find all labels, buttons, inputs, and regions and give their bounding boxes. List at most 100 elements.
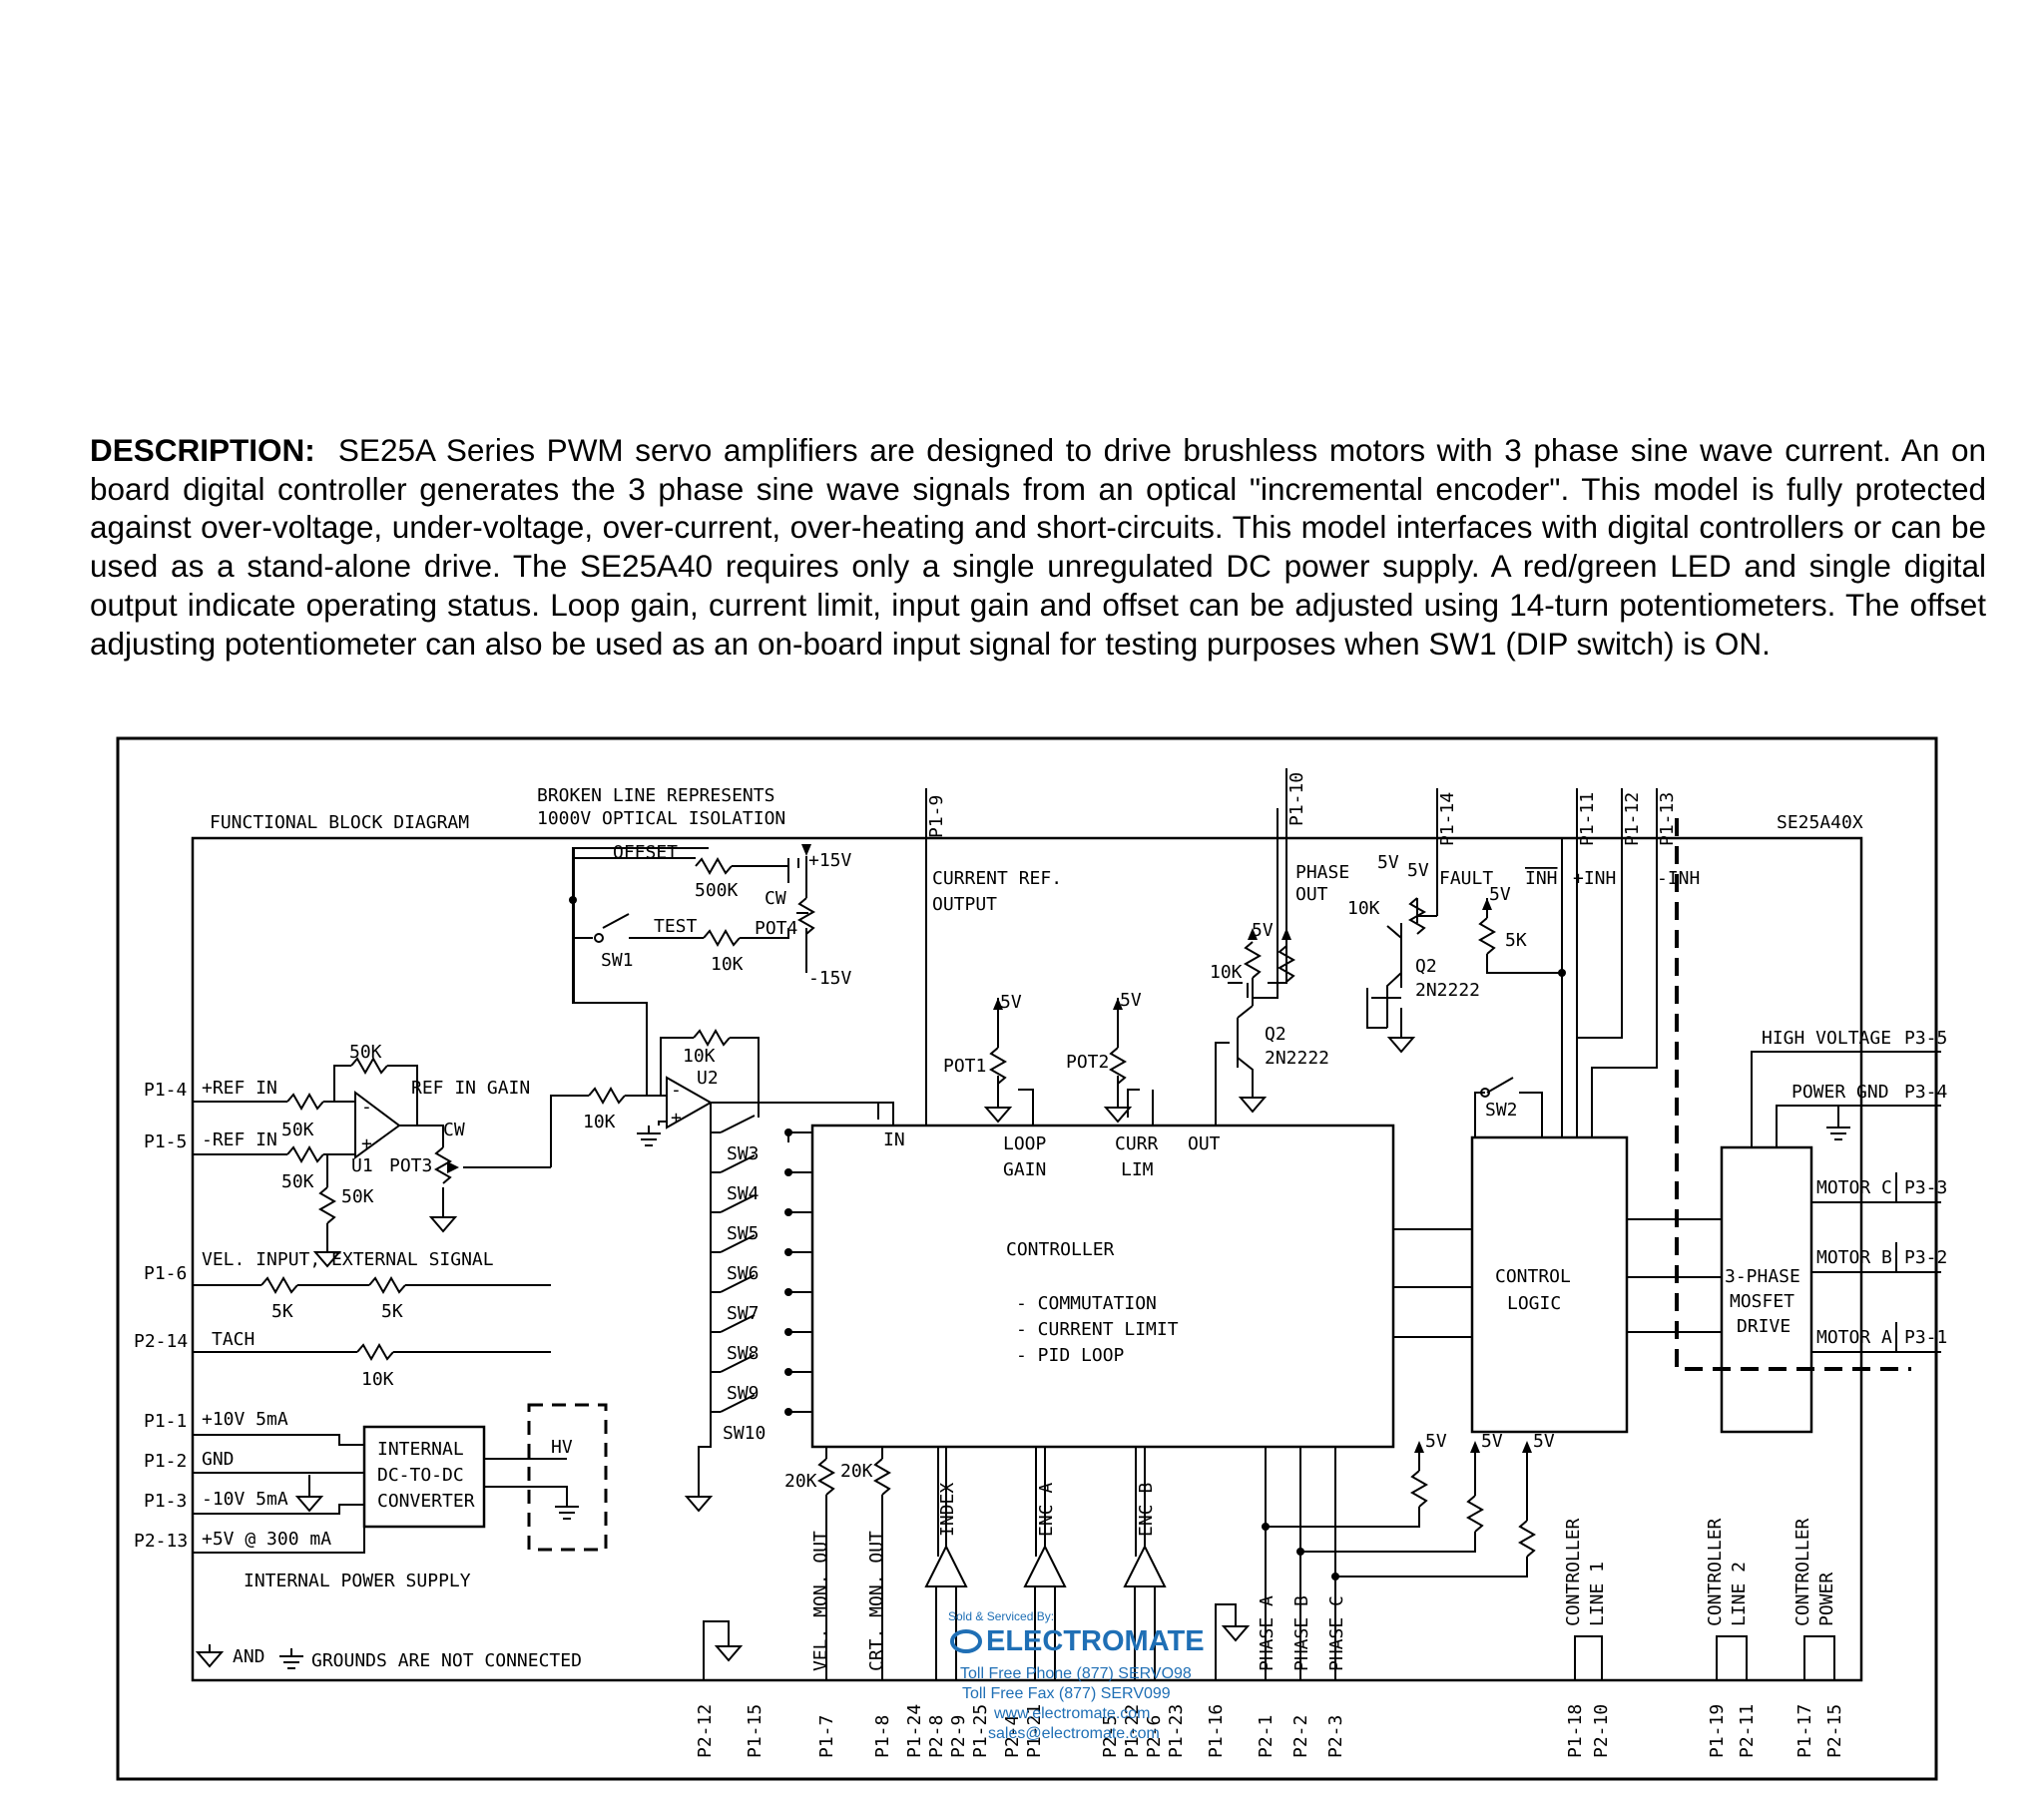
pin-p1-9: P1-9 [926, 795, 947, 838]
high-voltage-label: HIGH VOLTAGE [1762, 1028, 1891, 1049]
inh-5v: 5V [1489, 884, 1511, 905]
pin-p3-5: P3-5 [1904, 1028, 1947, 1049]
res-5k-inh: 5K [1505, 930, 1527, 951]
res-10k-tach: 10K [361, 1369, 394, 1390]
pin-p1-1: P1-1 [144, 1411, 187, 1432]
sw6-label: SW6 [727, 1263, 760, 1284]
current-ref-label: CURRENT REF. [932, 868, 1062, 889]
pin-p2-4: P2-4 [1002, 1715, 1023, 1758]
ground-note-and: AND [233, 1646, 265, 1667]
drive-line1: 3-PHASE [1725, 1266, 1800, 1287]
signal-enc-b: ENC B [1136, 1483, 1157, 1537]
signal-index: INDEX [937, 1483, 958, 1537]
minus15-label: -15V [808, 968, 852, 989]
phase-c-5v: 5V [1533, 1431, 1555, 1452]
pin-p1-13: P1-13 [1657, 792, 1678, 846]
res-5k-b: 5K [381, 1301, 403, 1322]
pin-p1-22: P1-22 [1122, 1704, 1143, 1758]
controller-line1-a: CONTROLLER [1563, 1518, 1584, 1626]
signal-crt-mon-out: CRT. MON. OUT [866, 1531, 887, 1671]
pin-p2-1: P2-1 [1256, 1715, 1277, 1758]
u1-opamp [326, 1065, 551, 1242]
pin-p1-4: P1-4 [144, 1080, 187, 1101]
description-paragraph: DESCRIPTION: SE25A Series PWM servo ampl… [90, 431, 1986, 663]
drive-output-wires [1751, 1051, 1941, 1353]
converter-line2: DC-TO-DC [377, 1465, 464, 1486]
electromate-watermark: Sold & Serviced By: ELECTROMATE Toll Fre… [948, 1609, 1205, 1742]
q2b-label: Q2 [1415, 956, 1437, 977]
pin-p1-8: P1-8 [872, 1715, 893, 1758]
pin-p1-12: P1-12 [1622, 792, 1643, 846]
pot1-5v: 5V [1000, 992, 1022, 1013]
converter-block [362, 1425, 486, 1529]
pot4-label: POT4 [755, 918, 797, 939]
signal-minus10v: -10V 5mA [202, 1489, 288, 1510]
pin-p1-5: P1-5 [144, 1131, 187, 1152]
pin-p2-15: P2-15 [1824, 1704, 1845, 1758]
signal-gnd: GND [202, 1449, 235, 1470]
control-logic-block [1470, 1135, 1629, 1434]
watermark-email: sales@electromate.com [988, 1725, 1160, 1742]
plus15-label: +15V [808, 850, 852, 871]
signal-enc-a: ENC A [1036, 1483, 1057, 1537]
pin-p1-16: P1-16 [1206, 1704, 1227, 1758]
pin-p1-18: P1-18 [1565, 1704, 1586, 1758]
controller-loop: LOOP [1003, 1133, 1047, 1154]
pin-p2-5: P2-5 [1100, 1715, 1121, 1758]
watermark-phone: Toll Free Phone (877) SERVO98 [960, 1665, 1192, 1682]
signal-vel-input: VEL. INPUT, EXTERNAL SIGNAL [202, 1249, 494, 1270]
controller-line1-b: LINE 1 [1587, 1562, 1608, 1626]
signal-phase-c: PHASE C [1326, 1595, 1347, 1671]
controller-to-logic-wires [1393, 1218, 1722, 1338]
drive-line3: DRIVE [1737, 1316, 1790, 1337]
converter-line1: INTERNAL [377, 1439, 464, 1460]
pot3-cw: CW [443, 1120, 465, 1140]
controller-block [810, 1124, 1395, 1449]
pin-p1-21: P1-21 [1024, 1704, 1045, 1758]
mosfet-drive-block [1720, 1145, 1813, 1434]
pin-p3-1: P3-1 [1904, 1327, 1947, 1348]
signal-ref-in-minus: -REF IN [202, 1129, 277, 1150]
bottom-pins: P2-12 P1-15 P1-7 P1-8 P1-24 P2-8 P2-9 P1… [695, 1704, 1845, 1758]
signal-plus10v: +10V 5mA [202, 1409, 288, 1430]
controller-feature-2: - CURRENT LIMIT [1016, 1319, 1179, 1340]
pot3-label: POT3 [389, 1155, 432, 1176]
input-wiring [193, 1101, 551, 1554]
controller-gain: GAIN [1003, 1159, 1046, 1180]
pin-p2-8: P2-8 [926, 1715, 947, 1758]
pot2-label: POT2 [1066, 1052, 1109, 1073]
motor-a-label: MOTOR A [1816, 1327, 1892, 1348]
controller-power-a: CONTROLLER [1792, 1518, 1813, 1626]
controller-line2-a: CONTROLLER [1705, 1518, 1726, 1626]
internal-power-supply-label: INTERNAL POWER SUPPLY [244, 1571, 471, 1591]
pot1-label: POT1 [943, 1056, 986, 1077]
power-gnd-label: POWER GND [1791, 1082, 1889, 1103]
minus-inh-label: -INH [1657, 868, 1700, 889]
res-50k-gnd: 50K [341, 1186, 374, 1207]
signal-tach: TACH [212, 1329, 255, 1350]
signal-phase-b: PHASE B [1291, 1595, 1312, 1671]
q2b-5v: 5V [1377, 852, 1399, 873]
res-10k-sum: 10K [583, 1112, 616, 1132]
electromate-logo-icon [950, 1629, 982, 1653]
res-10k-q2a: 10K [1210, 962, 1243, 983]
u1-plus: + [361, 1133, 372, 1154]
controller-feature-3: - PID LOOP [1016, 1345, 1125, 1366]
u2-minus: - [671, 1080, 682, 1101]
description-heading: DESCRIPTION: [90, 432, 315, 468]
sw1-label: SW1 [601, 950, 634, 971]
controller-line-loops [1574, 1635, 1835, 1680]
controller-out: OUT [1188, 1133, 1221, 1154]
pin-p2-3: P2-3 [1325, 1715, 1346, 1758]
pin-p1-17: P1-17 [1794, 1704, 1815, 1758]
isolation-note-line1: BROKEN LINE REPRESENTS [537, 785, 774, 806]
phase-label: PHASE [1295, 862, 1349, 883]
pin-p1-14: P1-14 [1437, 792, 1458, 846]
pin-p2-12: P2-12 [695, 1704, 716, 1758]
u2-label: U2 [697, 1068, 719, 1089]
pin-p1-25: P1-25 [970, 1704, 991, 1758]
res-5k-a: 5K [271, 1301, 293, 1322]
pin-p1-19: P1-19 [1707, 1704, 1728, 1758]
motor-c-label: MOTOR C [1816, 1177, 1892, 1198]
